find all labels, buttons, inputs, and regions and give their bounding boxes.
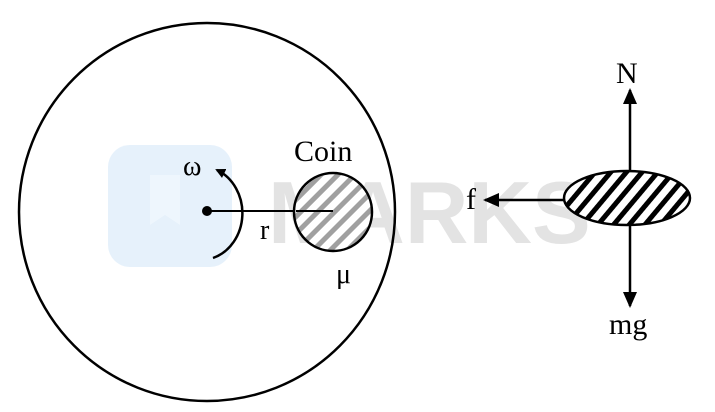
coin-label: Coin [294, 135, 352, 168]
turntable-circle [17, 21, 397, 403]
weight-label: mg [609, 308, 647, 341]
coin-side-view [562, 169, 692, 227]
radius-label: r [260, 215, 270, 246]
normal-force-label: N [616, 57, 638, 90]
friction-force-label: f [466, 183, 476, 216]
angular-velocity-arrow [212, 168, 244, 260]
mu-label: μ [336, 259, 351, 290]
omega-label: ω [183, 151, 201, 182]
